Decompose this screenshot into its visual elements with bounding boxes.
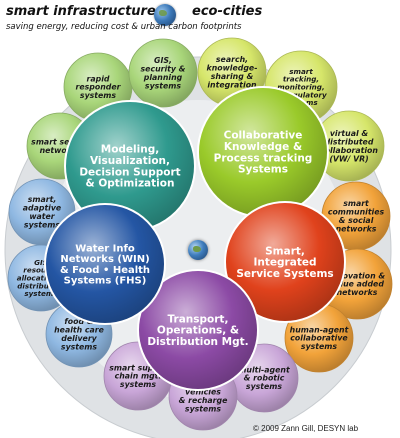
hub-label: Service Systems (236, 268, 333, 280)
hub-label: Process tracking (214, 152, 313, 164)
satellite-label: distribution (17, 281, 65, 290)
satellite-label: knowledge- (207, 64, 258, 73)
satellite-label: systems (24, 289, 58, 298)
satellite-label: virtual & (330, 129, 369, 138)
satellite-label: communities (328, 208, 385, 217)
satellite-label: smart sensor (31, 138, 90, 147)
satellite-label: distributed (325, 138, 374, 147)
satellite-label: innovation & (329, 271, 385, 280)
satellite-label: & recharge (179, 396, 228, 405)
hub-circle (224, 201, 346, 323)
hub-label: Visualization, (90, 155, 170, 167)
satellite-label: systems (185, 404, 222, 413)
satellite-label: collaborative (290, 334, 347, 343)
satellite-label: systems (24, 220, 61, 229)
satellite-label: GIS (34, 258, 48, 267)
hub-label: Decision Support (79, 166, 180, 178)
hub-layer: Modeling,Visualization,Decision Support&… (44, 86, 346, 391)
globe-icon (154, 4, 176, 26)
hub-label: Transport, (168, 313, 229, 325)
satellite-label: rapid (87, 74, 110, 83)
satellite-label: resource (23, 266, 59, 275)
satellite-label: multi-agent (238, 365, 290, 374)
satellite-label: health care (54, 326, 104, 335)
satellite-label: systems (145, 81, 182, 90)
satellite-label: systems (246, 382, 283, 391)
hub-label: Distribution Mgt. (147, 336, 248, 348)
hub-bubble-modeling: Modeling,Visualization,Decision Support&… (64, 100, 196, 232)
satellite-label: responder (76, 83, 122, 92)
hub-bubble-transport: Transport,Operations, &Distribution Mgt. (137, 269, 259, 391)
satellite-label: sharing & (211, 72, 254, 81)
satellite-label: & regulatory (275, 90, 327, 99)
satellite-label: smart, (28, 195, 57, 204)
satellite-label: monitoring, (277, 83, 324, 92)
satellite-label: networks (336, 224, 377, 233)
hub-circle (137, 269, 259, 391)
satellite-label: GIS, (154, 56, 172, 65)
hub-label: Modeling, (101, 144, 159, 156)
satellite-label: water (29, 212, 55, 221)
satellite-label: systems (120, 380, 157, 389)
satellite-label: security & (141, 65, 186, 74)
hub-label: Water Info (75, 243, 135, 254)
satellite-label: allocation & (17, 274, 66, 283)
satellite-label: & social (339, 216, 374, 225)
satellite-label: networks (337, 288, 378, 297)
satellite-label: tracking, (283, 75, 319, 84)
satellite-label: value added (330, 280, 384, 289)
satellite-label: & robotic (244, 374, 285, 383)
satellite-label: human-agent (290, 325, 349, 334)
hub-label: Systems (FHS) (64, 276, 147, 287)
satellite-label: (VW/ VR) (329, 154, 368, 163)
hub-label: Networks (WIN) (60, 254, 149, 265)
satellite-label: adaptive (23, 204, 61, 213)
hub-label: & Optimization (86, 178, 175, 190)
satellite-label: food & (64, 317, 93, 326)
header-subtitle: saving energy, reducing cost & urban car… (6, 22, 242, 32)
header: smart infrastructure eco-cities saving e… (6, 4, 326, 38)
hub-label: Collaborative (224, 130, 303, 142)
satellite-label: smart supply (109, 363, 167, 372)
center-globe-icon (188, 240, 208, 260)
satellite-label: systems (80, 91, 117, 100)
hub-label: Systems (238, 164, 288, 176)
satellite-label: chain mgt. (115, 372, 162, 381)
hub-label: Knowledge & (224, 141, 302, 153)
copyright-text: © 2009 Zann Gill, DESYN lab (253, 424, 359, 433)
satellite-label: smart (289, 67, 313, 76)
hub-circle (44, 203, 166, 325)
satellite-label: systems (301, 342, 338, 351)
header-title-right: eco-cities (192, 4, 263, 19)
satellite-label: planning (143, 73, 183, 82)
hub-label: & Food • Health (60, 265, 150, 276)
satellite-label: delivery (61, 334, 97, 343)
hub-label: Operations, & (157, 325, 239, 337)
satellite-circle (128, 38, 198, 108)
satellite-label: integration (207, 80, 257, 89)
satellite-label: smart (343, 199, 369, 208)
satellite-label: systems (61, 342, 98, 351)
header-title-left: smart infrastructure (6, 4, 156, 19)
satellite-label: collaboration (320, 146, 378, 155)
satellite-label: networks (40, 146, 81, 155)
satellite-label: search, (216, 55, 248, 64)
satellite-label: vehicles (185, 388, 221, 397)
hub-label: Smart, (265, 245, 305, 257)
hub-label: Integrated (254, 257, 317, 269)
